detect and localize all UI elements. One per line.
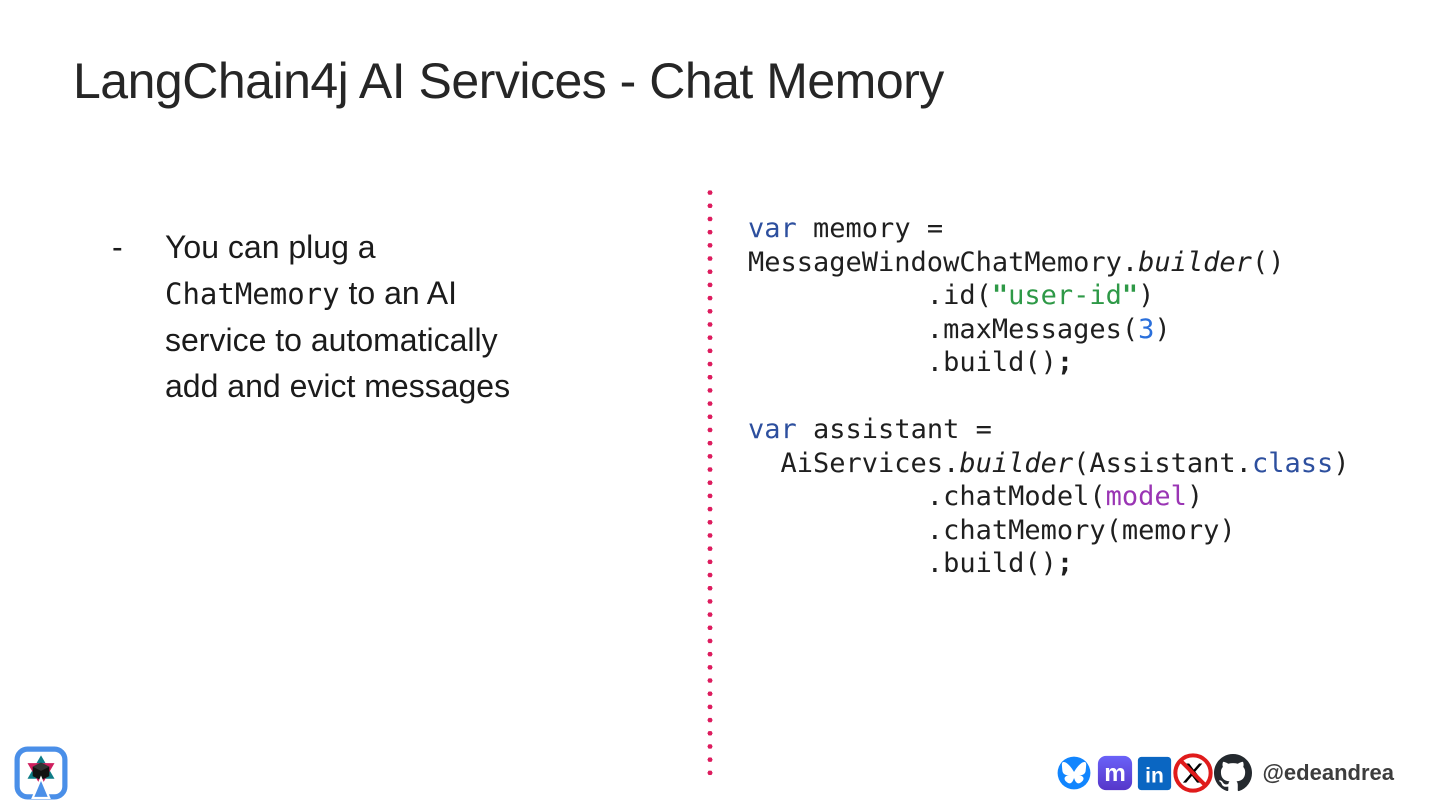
linkedin-icon: in [1138,756,1172,790]
bullet-item: - You can plug a ChatMemory to an AI ser… [112,224,525,409]
github-icon [1214,754,1253,792]
code-block: var memory =MessageWindowChatMemory.buil… [748,213,1350,579]
social-handle: @edeandrea [1262,760,1394,785]
bullet-text-after: to an AI service to automatically add an… [165,275,511,404]
bluesky-icon [1058,756,1091,790]
dotted-divider [707,186,713,780]
svg-text:in: in [1146,764,1165,787]
svg-text:m: m [1105,760,1127,787]
mastodon-icon: m [1098,755,1133,791]
bullet-text: You can plug a ChatMemory to an AI servi… [165,224,525,409]
page-title: LangChain4j AI Services - Chat Memory [73,53,944,109]
inline-code-chatmemory: ChatMemory [165,277,340,311]
footer-social-row: m in @edeandrea [1055,752,1394,794]
conference-logo-icon [14,746,68,800]
bullet-dash: - [112,229,123,265]
bullet-text-before: You can plug a [165,229,376,265]
x-crossed-out-icon [1173,753,1214,793]
